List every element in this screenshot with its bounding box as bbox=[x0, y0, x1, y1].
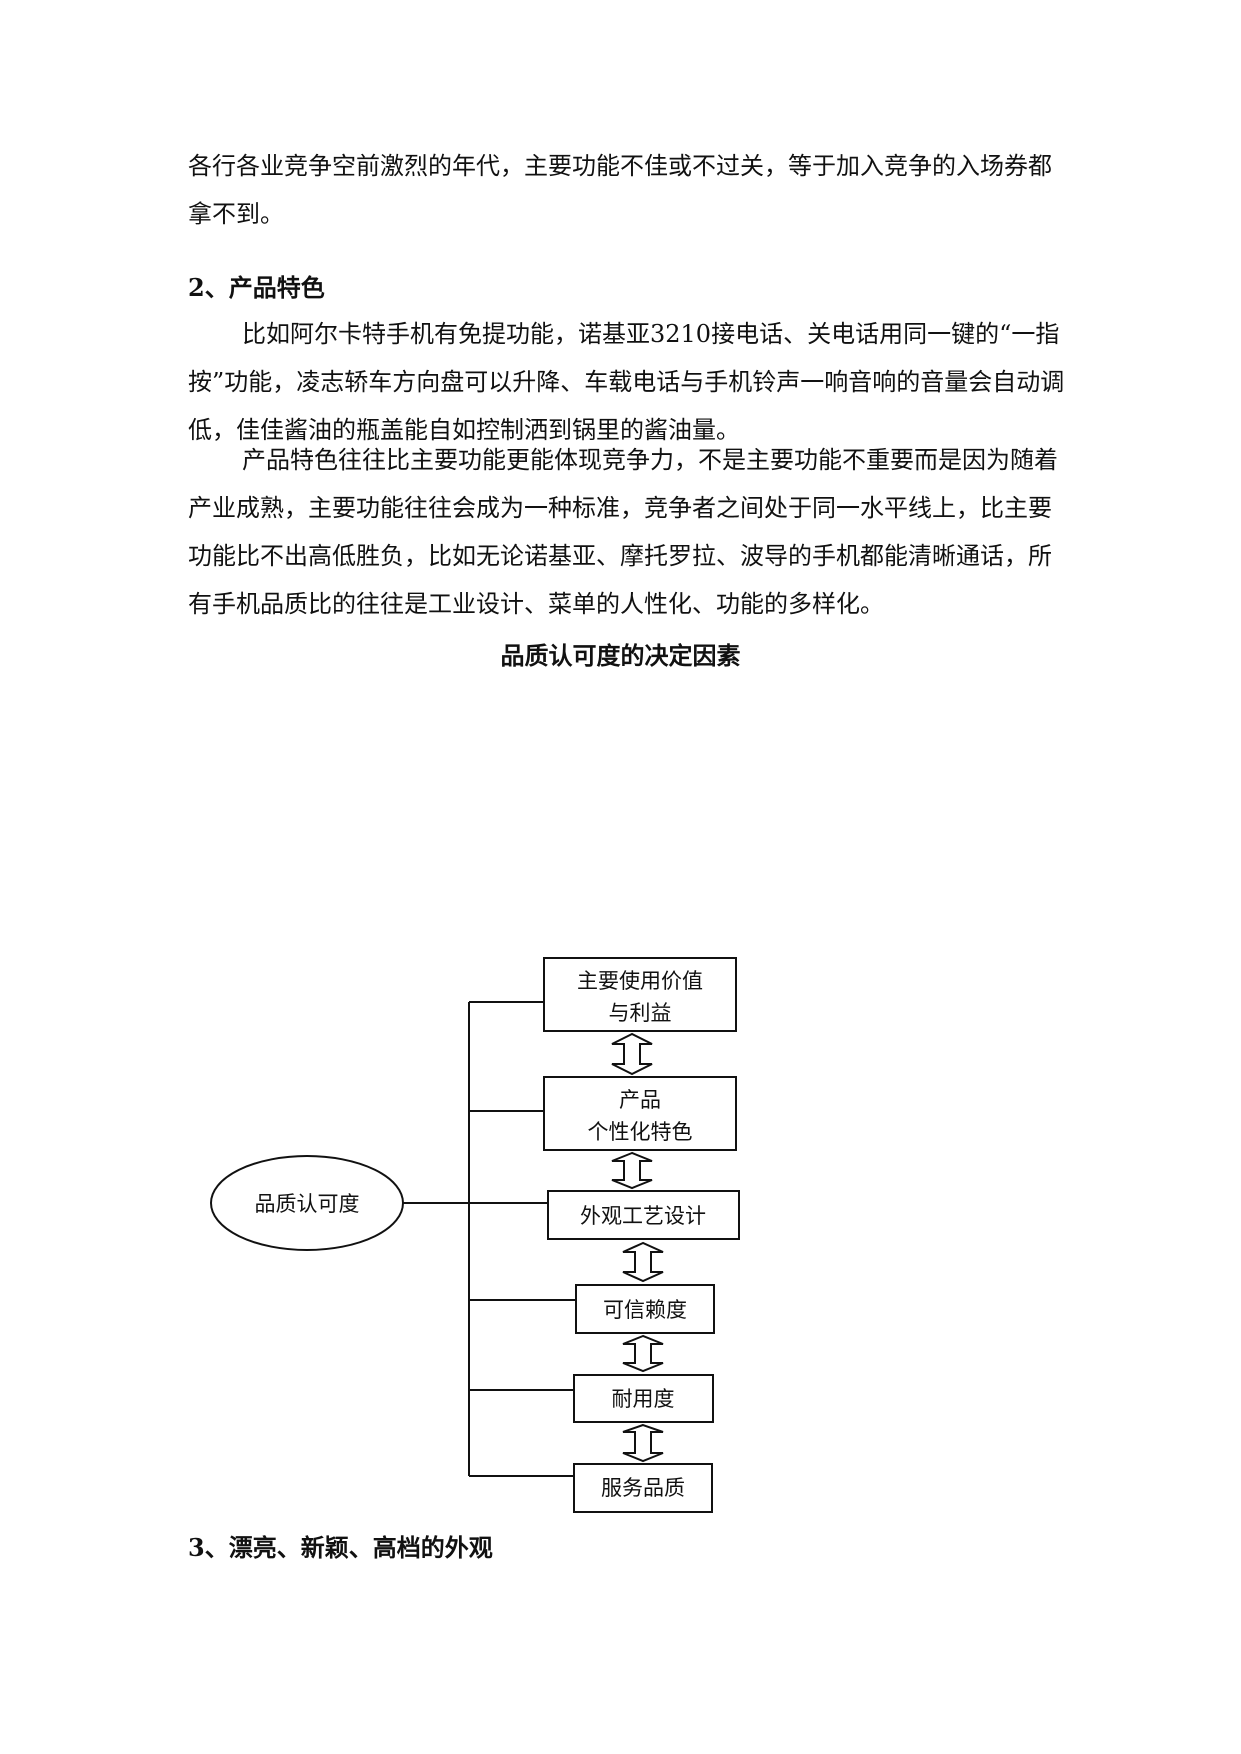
paragraph-intro: 各行各业竞争空前激烈的年代，主要功能不佳或不过关，等于加入竞争的入场券都拿不到。 bbox=[188, 152, 1052, 228]
paragraph-features-competitiveness: 产品特色往往比主要功能更能体现竞争力，不是主要功能不重要而是因为随着产业成熟，主… bbox=[188, 446, 1058, 618]
factor-label-appearance-design: 外观工艺设计 bbox=[580, 1204, 706, 1228]
section-heading-product-features: 2、产品特色 bbox=[188, 273, 325, 302]
double-arrows bbox=[611, 1032, 664, 1463]
factor-label-product-features-line1: 产品 bbox=[619, 1088, 661, 1112]
double-arrow-icon bbox=[622, 1334, 664, 1373]
double-arrow-icon bbox=[622, 1241, 664, 1283]
root-node-label: 品质认可度 bbox=[255, 1192, 360, 1216]
factor-label-reliability: 可信赖度 bbox=[603, 1298, 687, 1322]
factor-box-appearance-design: 外观工艺设计 bbox=[547, 1190, 740, 1240]
factor-box-main-value: 主要使用价值 与利益 bbox=[543, 957, 737, 1032]
factor-label-durability: 耐用度 bbox=[612, 1387, 675, 1411]
factor-box-product-features: 产品 个性化特色 bbox=[543, 1076, 737, 1151]
paragraph-features-examples: 比如阿尔卡特手机有免提功能，诺基亚3210接电话、关电话用同一键的“一指按”功能… bbox=[188, 320, 1065, 444]
factor-box-durability: 耐用度 bbox=[573, 1374, 714, 1423]
factor-box-reliability: 可信赖度 bbox=[575, 1284, 715, 1334]
factor-label-main-value-line2: 与利益 bbox=[609, 1001, 672, 1025]
connector-lines bbox=[403, 1001, 576, 1477]
section-heading-appearance: 3、漂亮、新颖、高档的外观 bbox=[188, 1533, 493, 1562]
figure-title: 品质认可度的决定因素 bbox=[500, 641, 741, 670]
double-arrow-icon bbox=[611, 1032, 653, 1076]
factor-box-service-quality: 服务品质 bbox=[573, 1463, 713, 1513]
factor-label-main-value-line1: 主要使用价值 bbox=[577, 969, 703, 993]
double-arrow-icon bbox=[611, 1151, 653, 1190]
double-arrow-icon bbox=[622, 1423, 664, 1463]
factor-label-service-quality: 服务品质 bbox=[601, 1476, 685, 1500]
factor-label-product-features-line2: 个性化特色 bbox=[588, 1120, 693, 1144]
